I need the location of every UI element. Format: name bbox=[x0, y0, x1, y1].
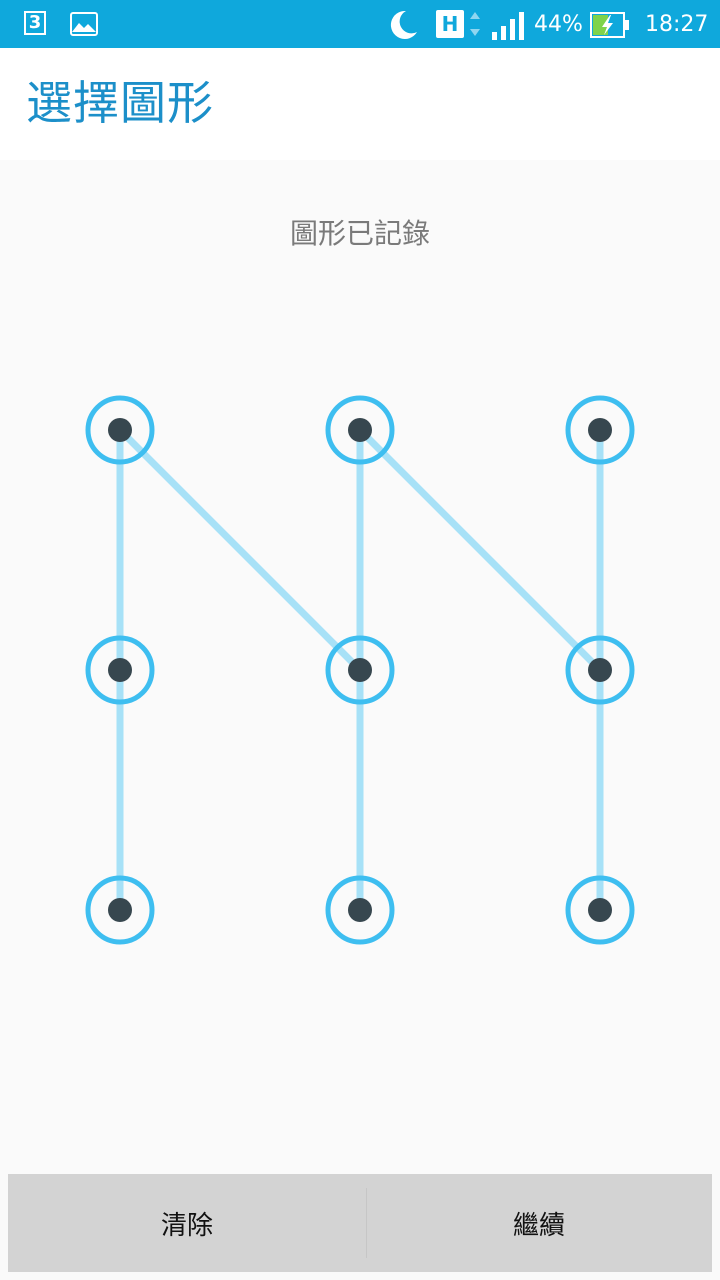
pattern-node-ring bbox=[85, 635, 155, 705]
pattern-node-2[interactable] bbox=[325, 395, 395, 465]
pattern-node-4[interactable] bbox=[85, 635, 155, 705]
status-bar: 3 H 44% 18:27 bbox=[0, 0, 720, 48]
moon-icon bbox=[390, 10, 417, 39]
pattern-node-ring bbox=[565, 395, 635, 465]
pattern-node-ring bbox=[325, 395, 395, 465]
pattern-node-dot bbox=[588, 658, 612, 682]
pattern-node-ring bbox=[325, 875, 395, 945]
pattern-node-ring bbox=[85, 875, 155, 945]
pattern-node-6[interactable] bbox=[565, 635, 635, 705]
pattern-canvas[interactable] bbox=[0, 360, 720, 980]
pattern-node-dot bbox=[348, 418, 372, 442]
clock: 18:27 bbox=[645, 12, 709, 37]
hspa-icon: H bbox=[436, 10, 464, 38]
button-bar: 清除 繼續 bbox=[8, 1174, 712, 1272]
pattern-node-dot bbox=[108, 898, 132, 922]
pattern-node-ring bbox=[325, 635, 395, 705]
pattern-segment bbox=[356, 426, 604, 674]
pattern-node-dot bbox=[588, 898, 612, 922]
data-arrows-icon bbox=[470, 12, 480, 36]
pattern-node-ring bbox=[565, 635, 635, 705]
pattern-node-dot bbox=[348, 898, 372, 922]
pattern-node-7[interactable] bbox=[85, 875, 155, 945]
clear-button[interactable]: 清除 bbox=[160, 1210, 213, 1241]
pattern-node-dot bbox=[108, 658, 132, 682]
pattern-node-dot bbox=[108, 418, 132, 442]
pattern-status-text: 圖形已記錄 bbox=[289, 217, 430, 250]
gallery-icon bbox=[70, 12, 98, 36]
pattern-node-dot bbox=[588, 418, 612, 442]
pattern-node-9[interactable] bbox=[565, 875, 635, 945]
pattern-node-5[interactable] bbox=[325, 635, 395, 705]
continue-button[interactable]: 繼續 bbox=[512, 1210, 565, 1241]
app-header: 選擇圖形 bbox=[0, 48, 720, 160]
button-divider bbox=[366, 1188, 367, 1258]
pattern-node-ring bbox=[85, 395, 155, 465]
signal-icon bbox=[492, 12, 524, 40]
pattern-lock-grid[interactable] bbox=[0, 360, 720, 980]
pattern-segment bbox=[116, 426, 364, 674]
pattern-node-ring bbox=[565, 875, 635, 945]
pattern-node-8[interactable] bbox=[325, 875, 395, 945]
pattern-node-dot bbox=[348, 658, 372, 682]
notification-badge-icon: 3 bbox=[24, 11, 46, 35]
pattern-node-3[interactable] bbox=[565, 395, 635, 465]
page-title: 選擇圖形 bbox=[26, 76, 214, 130]
battery-percent: 44% bbox=[534, 12, 583, 37]
battery-charging-icon bbox=[590, 12, 629, 38]
pattern-node-1[interactable] bbox=[85, 395, 155, 465]
